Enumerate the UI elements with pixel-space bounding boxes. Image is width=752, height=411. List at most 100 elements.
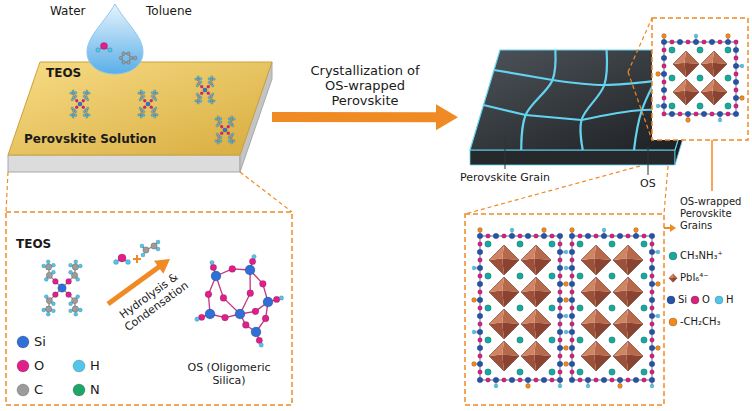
legend-item: Si [16, 334, 46, 349]
octahedron-face [534, 259, 551, 276]
atom [534, 378, 539, 383]
atom [217, 116, 219, 118]
atom [485, 241, 491, 247]
atom [83, 114, 85, 116]
atom [564, 314, 568, 318]
atom [669, 103, 675, 109]
atom [477, 345, 483, 351]
atom [46, 260, 50, 264]
atom [478, 354, 483, 359]
legend-text: Si [34, 334, 46, 349]
octahedron-face [594, 323, 611, 340]
atom [66, 292, 72, 298]
atom [478, 370, 483, 375]
atom [570, 242, 575, 247]
atom [617, 377, 623, 383]
atom [541, 233, 547, 239]
atom [570, 322, 575, 327]
atom [649, 233, 655, 239]
atom [502, 234, 507, 239]
node-text: TEOS [16, 238, 76, 252]
octahedron-outline [521, 309, 551, 339]
atom [685, 111, 691, 117]
legend-item: H [714, 294, 734, 305]
atom [154, 90, 156, 92]
edge-label: Crystallization of OS-wrapped Perovskite [310, 64, 420, 109]
octahedron [701, 79, 727, 105]
atom [609, 337, 615, 343]
atom [220, 117, 222, 119]
atom [718, 40, 723, 45]
legend-swatch-dot [667, 296, 675, 304]
atom [486, 378, 491, 383]
solvent-label: Toluene [146, 4, 192, 18]
atom [222, 314, 229, 321]
legend-item: H [72, 358, 100, 373]
atom [557, 233, 563, 239]
atom [558, 322, 563, 327]
atom [617, 233, 623, 239]
atom [626, 378, 631, 383]
atom [45, 264, 51, 270]
octahedron-face [626, 323, 643, 340]
atom [610, 234, 615, 239]
atom [569, 313, 575, 319]
atom [641, 305, 647, 311]
atom [228, 117, 230, 119]
atom [87, 107, 89, 109]
atom [569, 249, 575, 255]
atom [88, 114, 90, 116]
atom [143, 106, 146, 109]
atom [569, 297, 575, 303]
node-text: Perovskite Grain [460, 172, 570, 185]
atom [217, 142, 219, 144]
inset-frame [652, 18, 748, 140]
film-front [470, 150, 675, 165]
atom [569, 281, 575, 287]
legend-swatch [668, 273, 678, 283]
atom [550, 234, 555, 239]
atom [670, 40, 675, 45]
octahedron [489, 277, 519, 307]
atom [650, 274, 655, 279]
atom [578, 378, 583, 383]
atom [733, 63, 739, 69]
atom [641, 241, 647, 247]
atom [143, 114, 145, 116]
atom [477, 377, 483, 383]
atom [510, 228, 514, 232]
atom [232, 125, 234, 127]
atom [228, 121, 230, 123]
atom [195, 317, 199, 321]
legend-swatch [668, 317, 678, 327]
atom [558, 290, 563, 295]
atom [569, 265, 575, 271]
octahedron-outline [613, 245, 643, 275]
atom [229, 266, 236, 273]
legend-swatch [690, 295, 700, 305]
octahedron [581, 245, 611, 275]
atom [734, 56, 739, 61]
atom [525, 233, 531, 239]
atom [231, 142, 233, 144]
atom [726, 112, 731, 117]
atom [649, 297, 655, 303]
octahedron-face [626, 259, 643, 276]
legend-swatch [668, 251, 678, 261]
atom [88, 92, 90, 94]
atom [155, 107, 157, 109]
atom [133, 56, 137, 60]
grain-boundary [494, 70, 553, 80]
atom [477, 233, 483, 239]
atom [570, 338, 575, 343]
atom [114, 260, 119, 265]
atom [656, 282, 661, 287]
atom [550, 378, 555, 383]
legend-swatch [72, 359, 86, 373]
atom [211, 271, 221, 281]
atom [478, 274, 483, 279]
atom [72, 90, 74, 92]
atom [517, 241, 523, 247]
atom [205, 309, 215, 319]
atom [678, 112, 683, 117]
